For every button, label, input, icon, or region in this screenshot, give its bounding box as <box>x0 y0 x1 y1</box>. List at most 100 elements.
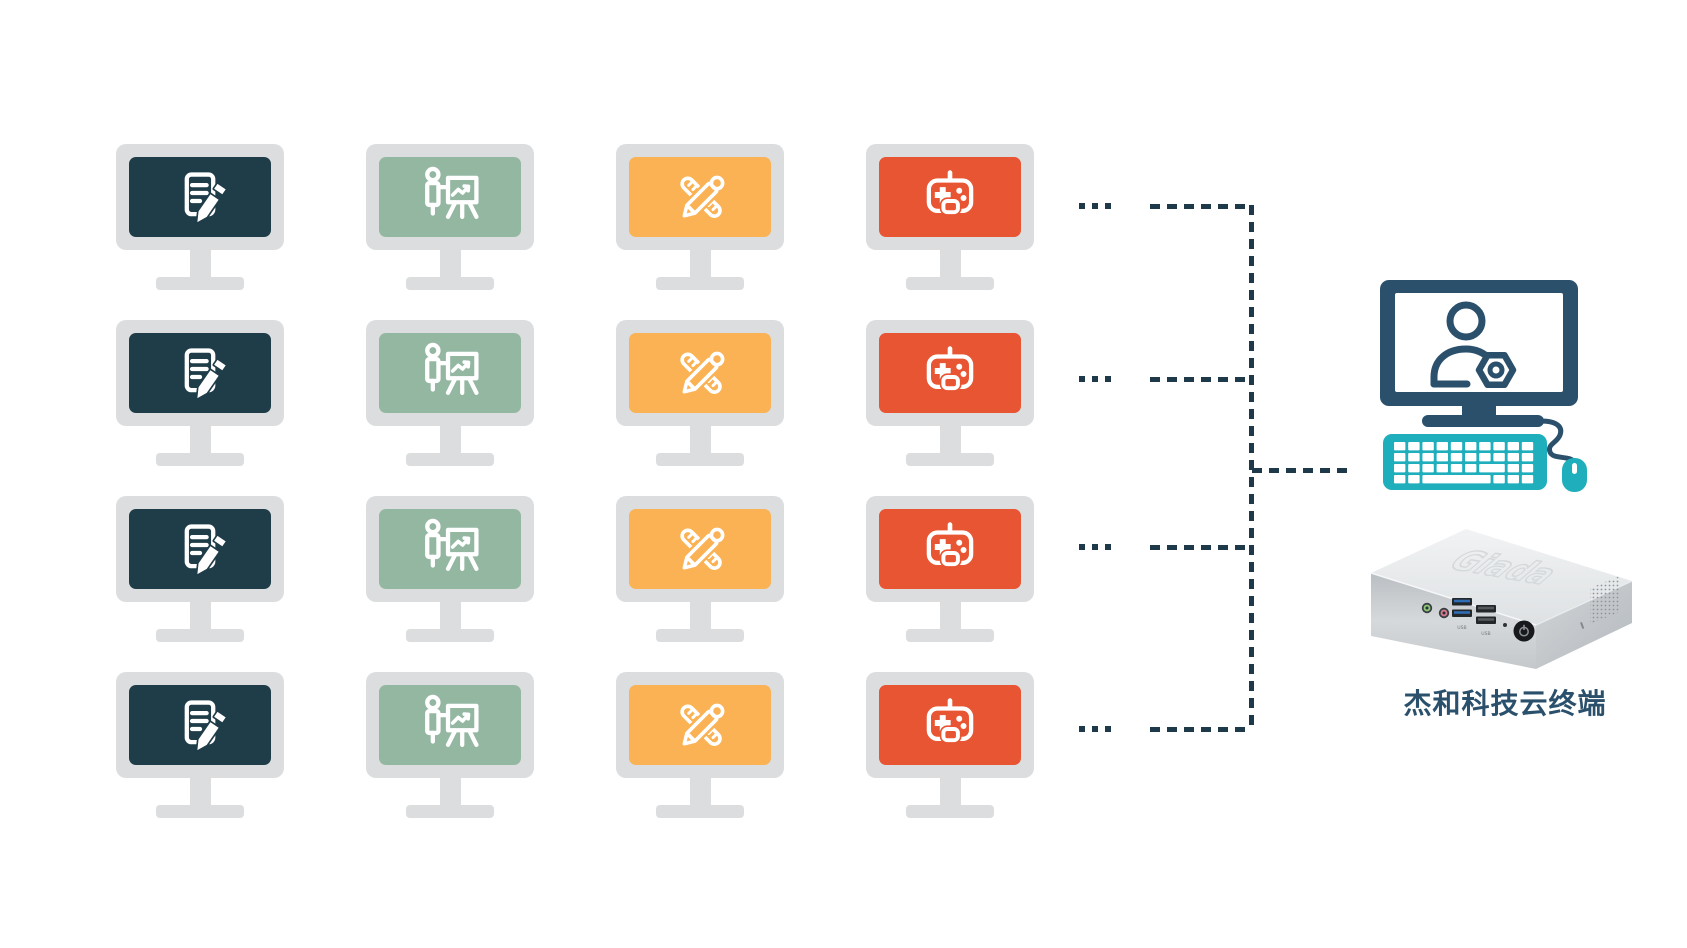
admin-workstation-illustration <box>1380 280 1587 492</box>
monitor-stand-neck <box>939 602 961 630</box>
reset-hole <box>1503 623 1507 627</box>
monitor-stand-base <box>406 629 494 642</box>
client-monitor-design-tools <box>616 496 784 642</box>
connector-row-branch-line <box>1150 545 1251 550</box>
client-monitor-gaming <box>866 672 1034 818</box>
monitor-stand-neck <box>439 426 461 454</box>
ruler-pencil-icon <box>680 173 727 221</box>
client-monitor-design-tools <box>616 672 784 818</box>
keyboard-icon <box>1383 434 1547 490</box>
connector-row-branch-line <box>1150 204 1251 209</box>
monitor-screen <box>879 509 1021 589</box>
monitor-frame <box>116 496 284 602</box>
monitor-screen <box>379 685 521 765</box>
client-monitor-design-tools <box>616 144 784 290</box>
row-ellipsis <box>1079 376 1111 382</box>
monitor-screen <box>129 333 271 413</box>
monitor-screen <box>379 509 521 589</box>
user-gear-icon <box>1430 301 1517 388</box>
monitor-screen <box>879 333 1021 413</box>
monitor-stand-base <box>156 805 244 818</box>
monitor-stand-neck <box>189 602 211 630</box>
document-edit-icon <box>184 348 228 400</box>
mouse-icon <box>1562 458 1587 492</box>
client-monitor-gaming <box>866 320 1034 466</box>
client-monitor-gaming <box>866 144 1034 290</box>
monitor-screen <box>629 509 771 589</box>
client-monitor-office-document <box>116 496 284 642</box>
monitor-stand-neck <box>689 602 711 630</box>
usb2-ports <box>1476 605 1496 624</box>
gamepad-icon <box>926 346 974 392</box>
client-monitor-gaming <box>866 496 1034 642</box>
monitor-screen <box>129 509 271 589</box>
monitor-screen <box>879 685 1021 765</box>
monitor-base <box>1422 415 1544 427</box>
monitor-stand-neck <box>439 250 461 278</box>
connector-row-branch-line <box>1150 377 1251 382</box>
monitor-frame <box>116 320 284 426</box>
vent-grille <box>1590 576 1620 624</box>
monitor-frame <box>616 320 784 426</box>
connector-trunk-line <box>1249 205 1254 732</box>
device-front-face <box>1371 573 1536 669</box>
monitor-frame <box>366 672 534 778</box>
client-monitor-design-tools <box>616 320 784 466</box>
row-ellipsis <box>1079 726 1111 732</box>
usb-port-label: USB <box>1481 631 1490 637</box>
monitor-screen <box>129 157 271 237</box>
monitor-frame <box>366 496 534 602</box>
cloud-terminal-device-image: Giada USB USB <box>1370 529 1633 669</box>
monitor-frame <box>116 144 284 250</box>
monitor-stand-neck <box>189 250 211 278</box>
row-ellipsis <box>1079 544 1111 550</box>
admin-monitor-icon <box>1380 280 1578 427</box>
client-monitor-presentation <box>366 320 534 466</box>
monitor-frame <box>866 144 1034 250</box>
monitor-screen <box>629 685 771 765</box>
presentation-chart-icon <box>425 694 479 747</box>
monitor-stand-base <box>656 277 744 290</box>
monitor-stand-base <box>406 805 494 818</box>
ruler-pencil-icon <box>680 701 727 749</box>
usb3-ports <box>1452 598 1472 617</box>
monitor-frame <box>366 320 534 426</box>
client-monitor-office-document <box>116 320 284 466</box>
connector-row-branch-line <box>1150 727 1251 732</box>
monitor-screen <box>879 157 1021 237</box>
usb-port-label: USB <box>1457 625 1466 631</box>
document-edit-icon <box>184 172 228 224</box>
document-edit-icon <box>184 524 228 576</box>
monitor-neck <box>1462 406 1496 417</box>
monitor-stand-base <box>656 629 744 642</box>
power-button <box>1513 620 1535 642</box>
monitor-screen <box>629 333 771 413</box>
monitor-stand-base <box>656 805 744 818</box>
client-monitor-presentation <box>366 144 534 290</box>
row-ellipsis <box>1079 203 1111 209</box>
gamepad-icon <box>926 170 974 216</box>
monitor-stand-base <box>156 453 244 466</box>
device-front-ports: USB USB <box>1421 598 1535 642</box>
monitor-frame <box>616 144 784 250</box>
monitor-stand-neck <box>939 426 961 454</box>
monitor-stand-neck <box>689 426 711 454</box>
monitor-stand-neck <box>939 778 961 806</box>
monitor-stand-base <box>656 453 744 466</box>
monitor-stand-base <box>906 629 994 642</box>
monitor-stand-base <box>156 277 244 290</box>
monitor-stand-base <box>906 453 994 466</box>
monitor-frame <box>616 672 784 778</box>
presentation-chart-icon <box>425 518 479 571</box>
monitor-frame <box>366 144 534 250</box>
monitor-frame <box>866 672 1034 778</box>
monitor-stand-neck <box>689 778 711 806</box>
document-edit-icon <box>184 700 228 752</box>
client-monitor-office-document <box>116 672 284 818</box>
gamepad-icon <box>926 698 974 744</box>
mouse-cable <box>1538 418 1577 465</box>
gamepad-icon <box>926 522 974 568</box>
monitor-stand-neck <box>689 250 711 278</box>
ruler-pencil-icon <box>680 525 727 573</box>
